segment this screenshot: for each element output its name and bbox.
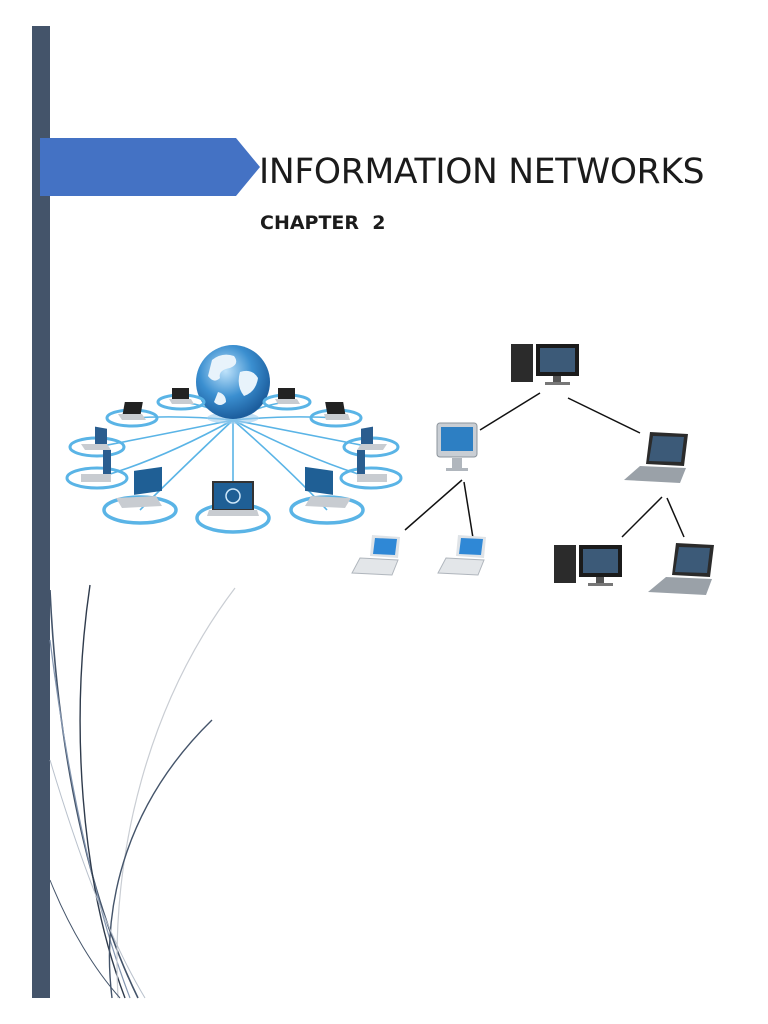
laptop-icon xyxy=(624,432,688,483)
laptop-icon xyxy=(351,535,400,576)
page-title: INFORMATION NETWORKS xyxy=(259,152,705,192)
desktop-computer-icon xyxy=(554,545,622,586)
ring-laptops xyxy=(65,388,403,534)
desktop-computer-icon xyxy=(511,344,579,385)
laptop-icon xyxy=(648,543,714,595)
tree-links xyxy=(404,392,685,539)
laptop-icon xyxy=(437,535,486,576)
chapter-subtitle: CHAPTER 2 xyxy=(260,212,386,234)
globe-icon xyxy=(196,345,270,424)
sidebar-stripe xyxy=(32,26,50,998)
monitor-computer-icon xyxy=(436,422,478,471)
title-banner-arrow xyxy=(40,138,260,196)
